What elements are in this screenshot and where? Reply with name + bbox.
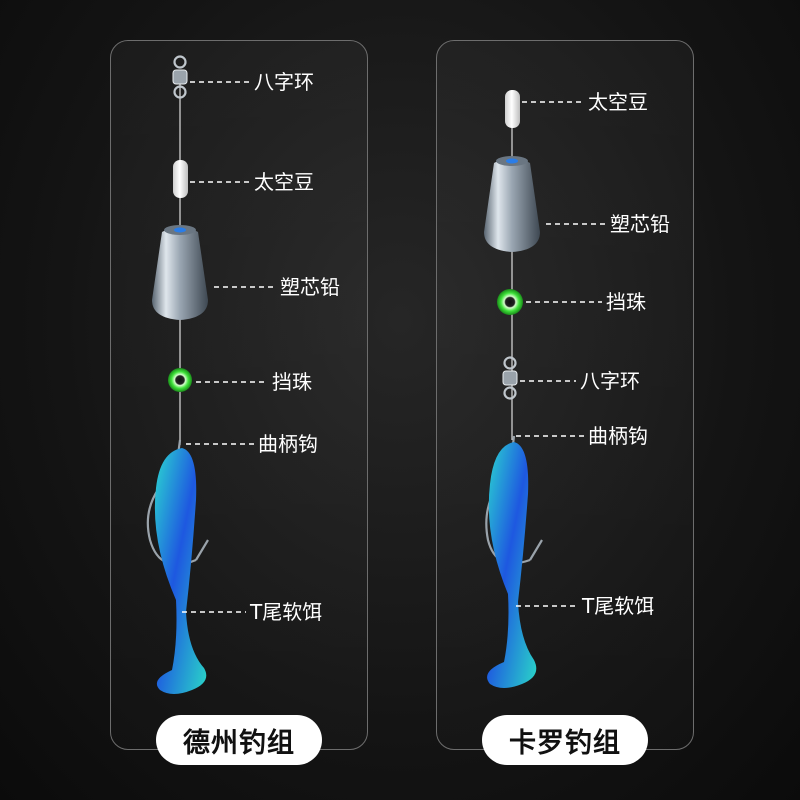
carolina-soft-bait-label: T尾软饵	[582, 594, 655, 618]
texas-swivel-label: 八字环	[254, 70, 314, 94]
carolina-sinker-label: 塑芯铅	[610, 212, 670, 236]
carolina-rig-title: 卡罗钓组	[482, 715, 648, 765]
texas-rig-panel: 德州钓组	[110, 40, 368, 765]
carolina-space-bean-label: 太空豆	[588, 90, 648, 114]
texas-sinker-label: 塑芯铅	[280, 275, 340, 299]
texas-soft-bait-label: T尾软饵	[250, 600, 323, 624]
texas-space-bean-label: 太空豆	[254, 170, 314, 194]
texas-hook-label: 曲柄钩	[258, 432, 318, 456]
carolina-hook-label: 曲柄钩	[588, 424, 648, 448]
carolina-rig-panel: 卡罗钓组	[436, 40, 694, 765]
texas-bead-label: 挡珠	[272, 370, 312, 394]
carolina-swivel-label: 八字环	[580, 369, 640, 393]
carolina-bead-label: 挡珠	[606, 290, 646, 314]
texas-rig-title: 德州钓组	[156, 715, 322, 765]
